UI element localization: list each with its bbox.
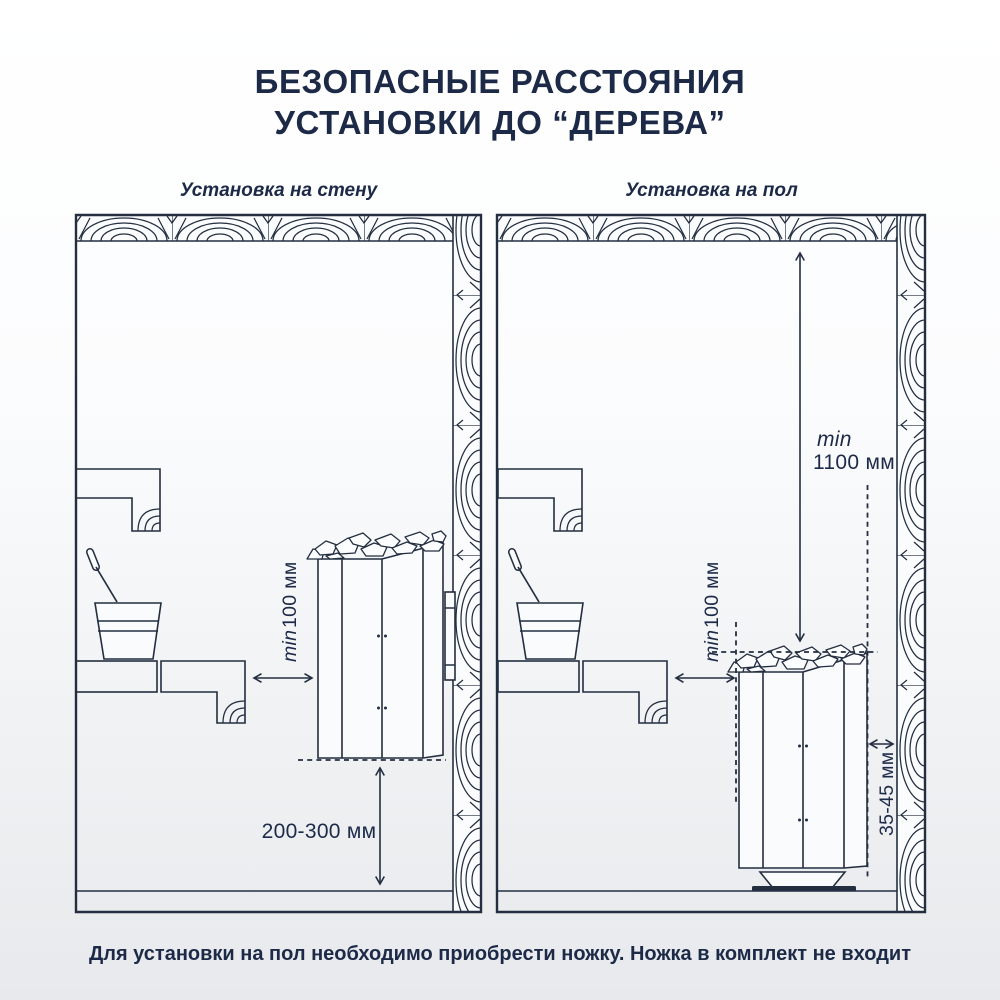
wall-wood-texture [897,215,925,912]
ceiling-wood-texture [76,215,453,241]
wall-installation-diagram: min 100 мм 200-300 мм [76,213,483,914]
floor-panel-label: Установка на пол [625,180,798,201]
svg-text:min: min [701,630,723,662]
mounting-bracket [444,591,456,681]
title-line-2: УСТАНОВКИ ДО “ДЕРЕВА” [274,104,726,141]
top-gap-dimension-label: min 1100 мм [813,428,895,474]
heater-floor-standing [727,643,868,892]
back-gap-dimension-label: 35-45 мм [876,751,898,836]
svg-text:100 мм: 100 мм [701,561,723,628]
svg-text:100 мм: 100 мм [279,561,301,628]
heater-wall-mounted [306,530,456,759]
side-gap-dimension-label: min 100 мм [279,561,301,662]
bottom-gap-dimension-label: 200-300 мм [262,820,377,843]
title-line-1: БЕЗОПАСНЫЕ РАССТОЯНИЯ [254,63,746,100]
svg-text:min: min [817,428,852,451]
ceiling-wood-texture [497,215,897,241]
footnote: Для установки на пол необходимо приобрес… [88,943,911,965]
svg-text:35-45 мм: 35-45 мм [876,751,898,836]
svg-text:min: min [279,630,301,662]
svg-text:1100 мм: 1100 мм [813,451,895,474]
wall-panel-label: Установка на стену [179,180,378,201]
heater-leg [752,871,856,892]
wall-wood-texture [453,215,481,912]
page-title: БЕЗОПАСНЫЕ РАССТОЯНИЯ УСТАНОВКИ ДО “ДЕРЕ… [0,61,1000,143]
side-gap-dimension-label: min 100 мм [701,561,723,662]
room-outline [495,213,927,914]
floor-installation-diagram: min 100 мм min 1100 мм 35-45 мм [495,213,927,914]
